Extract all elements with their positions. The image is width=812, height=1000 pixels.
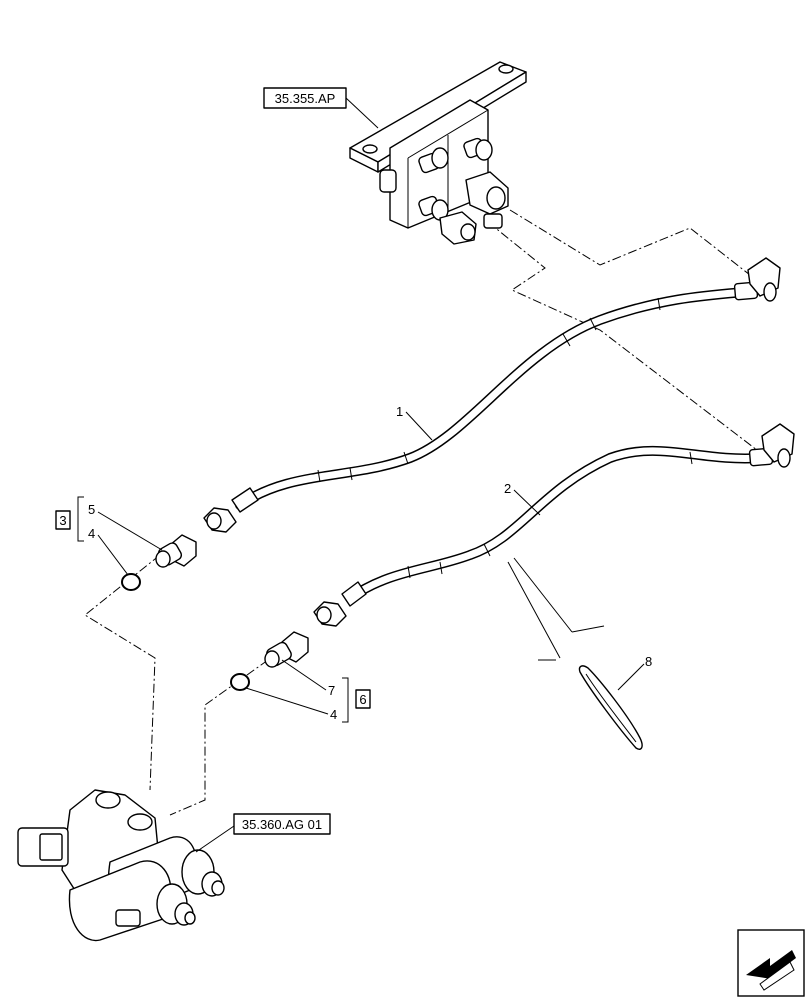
arrow-direction-icon[interactable] — [737, 929, 805, 997]
callout-tie-8[interactable]: 8 — [507, 557, 652, 691]
hose-2-nut-bore — [316, 606, 332, 624]
fitting-7-face — [264, 650, 280, 668]
valve-port-a — [95, 791, 121, 809]
kit-box — [55, 510, 71, 530]
section-line-b — [513, 557, 573, 633]
section-line-a — [507, 561, 561, 659]
hose-1-crimp — [231, 487, 259, 513]
kit-bracket — [342, 677, 349, 723]
arrow-icon-shape — [746, 950, 796, 980]
reference-35-360-ag-01[interactable]: 35.360.AG 01 — [195, 813, 331, 853]
fitting-5-face — [155, 550, 171, 568]
arrow-icon-base — [759, 961, 795, 991]
oring-4-top[interactable] — [121, 573, 141, 591]
kit-box — [355, 689, 371, 709]
valve-connector-face — [39, 833, 63, 861]
section-tick-b — [571, 625, 605, 633]
kit-label: 6 — [359, 692, 366, 707]
reference-35-355-ap[interactable]: 35.355.AP — [263, 87, 379, 129]
dashed-line-block-to-hose2 — [487, 221, 771, 461]
block-top-edge — [407, 109, 489, 159]
hose-2-elbow-port — [777, 448, 791, 468]
kit-bracket — [77, 496, 84, 542]
tie-inner — [585, 673, 637, 743]
callout-leader — [405, 411, 433, 441]
callout-leader — [513, 489, 541, 516]
bracket-hole-left — [362, 144, 378, 154]
arrow-icon-frame — [737, 929, 805, 997]
callout-4-top: 4 — [88, 526, 95, 541]
cable-tie-8[interactable] — [578, 665, 643, 750]
hose-1-elbow-port — [763, 282, 777, 302]
hose-1 — [203, 257, 781, 533]
hose-2-bands — [407, 451, 693, 579]
callout-5: 5 — [88, 502, 95, 517]
valve-solenoid-lower-stud — [184, 911, 196, 925]
callout-4-bottom: 4 — [330, 707, 337, 722]
solenoid-valve-bottom — [17, 789, 225, 942]
callout-hose-1[interactable]: 1 — [396, 404, 433, 441]
bracket-hole-right — [498, 64, 514, 74]
hose-1-bands — [317, 297, 661, 483]
kit-3-group[interactable]: 3 5 4 — [55, 496, 163, 576]
hose-2 — [313, 423, 795, 627]
block-ports — [379, 137, 509, 245]
callout-hose-2[interactable]: 2 — [504, 481, 541, 516]
kit-6-group[interactable]: 7 4 6 — [245, 659, 371, 723]
valve-port-b — [127, 813, 153, 831]
fitting-7[interactable] — [264, 631, 309, 668]
kit-label: 3 — [59, 513, 66, 528]
leader-7 — [281, 659, 327, 691]
leader-4-top — [97, 534, 129, 576]
leader-5 — [97, 511, 163, 551]
valve-block-top — [349, 61, 527, 245]
callout-label: 2 — [504, 481, 511, 496]
leader-4-bottom — [245, 687, 329, 715]
dashed-line-block-to-hose1 — [509, 209, 751, 276]
dashed-line-fitting7-to-valve — [169, 659, 269, 816]
reference-leader — [345, 97, 379, 129]
hose-2-crimp — [341, 581, 367, 607]
valve-solenoid-upper-stud — [211, 880, 225, 896]
reference-box — [233, 813, 331, 835]
callout-leader — [617, 663, 645, 691]
oring-4-bottom[interactable] — [230, 673, 250, 691]
valve-plug — [115, 909, 141, 927]
reference-label: 35.360.AG 01 — [242, 817, 322, 832]
fitting-5[interactable] — [155, 534, 197, 568]
callout-label: 1 — [396, 404, 403, 419]
reference-label: 35.355.AP — [275, 91, 336, 106]
callout-label: 8 — [645, 654, 652, 669]
hose-1-nut-bore — [206, 512, 222, 530]
callout-7: 7 — [328, 683, 335, 698]
dashed-line-fitting5-to-valve — [84, 554, 161, 791]
reference-leader — [195, 825, 235, 853]
